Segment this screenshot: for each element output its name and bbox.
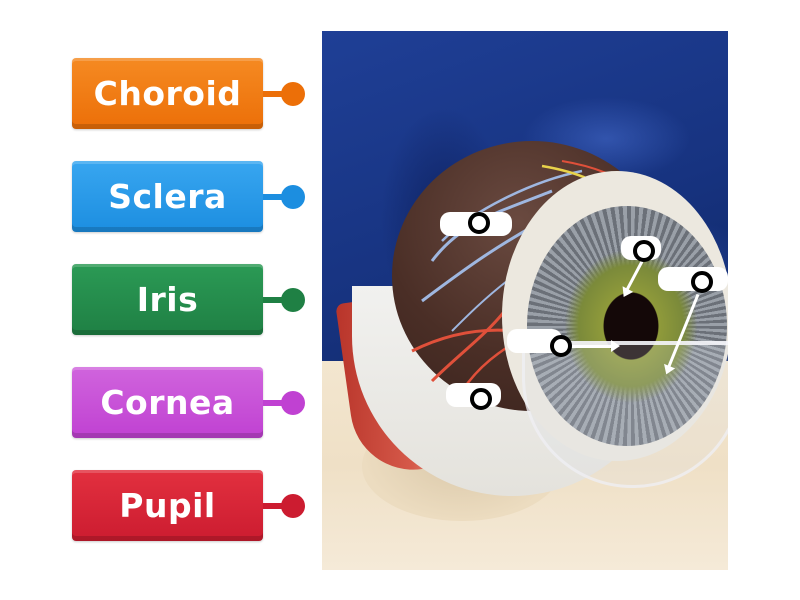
label-sclera-connector	[263, 194, 287, 200]
hotspot-1-choroid-target[interactable]	[468, 212, 490, 234]
hotspot-4-arrow	[570, 340, 620, 352]
label-iris-pin[interactable]	[281, 288, 305, 312]
label-cornea[interactable]: Cornea	[72, 367, 263, 438]
label-cornea-pin[interactable]	[281, 391, 305, 415]
label-iris[interactable]: Iris	[72, 264, 263, 335]
label-cornea-text: Cornea	[100, 383, 235, 422]
hotspot-4-target[interactable]	[550, 335, 572, 357]
label-sclera[interactable]: Sclera	[72, 161, 263, 232]
label-iris-connector	[263, 297, 287, 303]
label-sclera-text: Sclera	[108, 177, 227, 216]
label-sclera-pin[interactable]	[281, 185, 305, 209]
label-pupil-pin[interactable]	[281, 494, 305, 518]
label-pupil-text: Pupil	[119, 486, 216, 525]
label-choroid-connector	[263, 91, 287, 97]
hotspot-3-target[interactable]	[691, 271, 713, 293]
label-pupil[interactable]: Pupil	[72, 470, 263, 541]
hotspot-5-target[interactable]	[470, 388, 492, 410]
hotspot-2-target[interactable]	[633, 240, 655, 262]
label-choroid[interactable]: Choroid	[72, 58, 263, 129]
label-iris-text: Iris	[136, 280, 199, 319]
eye-model-photo	[322, 31, 728, 570]
label-pupil-connector	[263, 503, 287, 509]
label-cornea-connector	[263, 400, 287, 406]
label-choroid-text: Choroid	[93, 74, 242, 113]
label-choroid-pin[interactable]	[281, 82, 305, 106]
